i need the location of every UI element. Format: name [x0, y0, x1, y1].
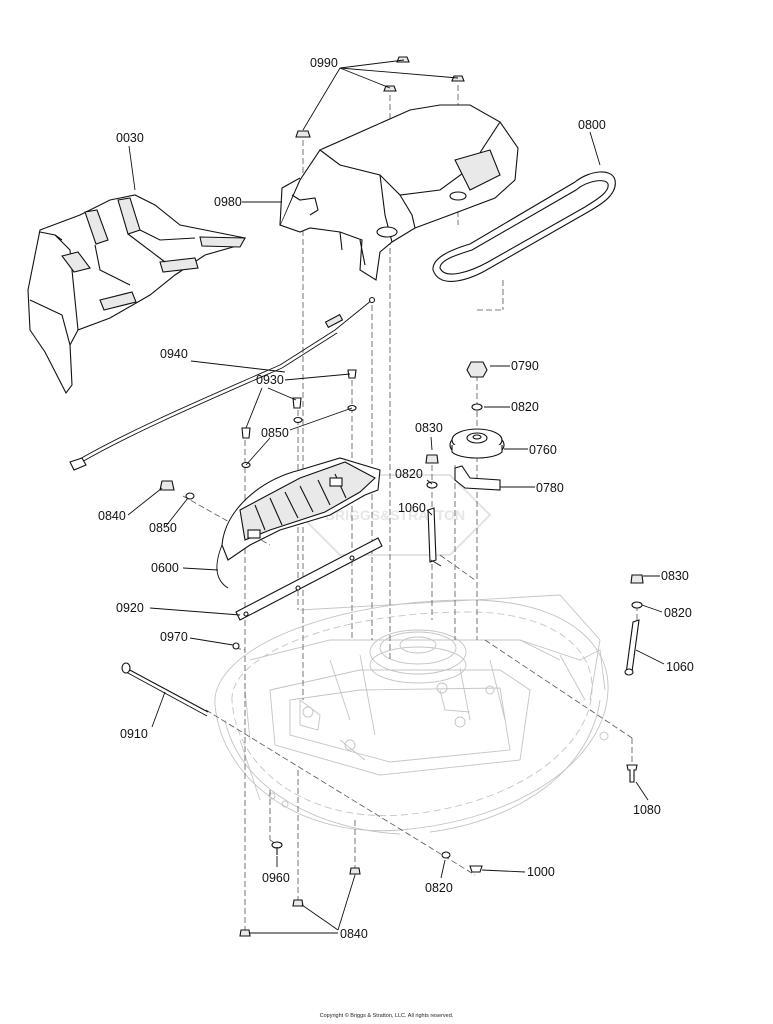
label-0990: 0990 — [310, 56, 338, 70]
label-0830-b: 0830 — [661, 569, 689, 583]
copyright-notice: Copyright © Briggs & Stratton, LLC. All … — [319, 1013, 454, 1019]
label-0800: 0800 — [578, 118, 606, 132]
label-0940: 0940 — [160, 347, 188, 361]
part-labels: 0990 0800 0030 0980 0940 0790 0930 0820 … — [98, 56, 694, 941]
drive-belt — [432, 171, 616, 282]
label-0970: 0970 — [160, 630, 188, 644]
discharge-chute — [27, 194, 246, 395]
support-bar — [235, 537, 383, 621]
label-0830-a: 0830 — [415, 421, 443, 435]
label-0960: 0960 — [262, 871, 290, 885]
label-0840-a: 0840 — [98, 509, 126, 523]
label-0910: 0910 — [120, 727, 148, 741]
label-1080: 1080 — [633, 803, 661, 817]
label-1000: 1000 — [527, 865, 555, 879]
label-0820-a: 0820 — [511, 400, 539, 414]
label-1060-b: 1060 — [666, 660, 694, 674]
label-0850-a: 0850 — [261, 426, 289, 440]
label-0840-b: 0840 — [340, 927, 368, 941]
fasteners — [159, 56, 638, 937]
label-0780: 0780 — [536, 481, 564, 495]
hex-nut-0790 — [466, 361, 488, 378]
label-0820-b: 0820 — [395, 467, 423, 481]
control-cable — [69, 296, 376, 471]
label-0790: 0790 — [511, 359, 539, 373]
label-0030: 0030 — [116, 131, 144, 145]
axle-rod — [121, 662, 209, 717]
label-1060-a: 1060 — [398, 501, 426, 515]
belt-cover — [279, 104, 519, 281]
label-0760: 0760 — [529, 443, 557, 457]
label-0820-d: 0820 — [425, 881, 453, 895]
mower-deck-ghost — [214, 594, 609, 835]
label-0600: 0600 — [151, 561, 179, 575]
idler-pulley — [449, 428, 505, 459]
front-shield — [216, 457, 381, 589]
washer-0820-a — [471, 403, 483, 411]
label-0930: 0930 — [256, 373, 284, 387]
spring-set-right — [624, 574, 644, 676]
leader-lines — [127, 59, 665, 934]
label-0820-c: 0820 — [664, 606, 692, 620]
label-0850-b: 0850 — [149, 521, 177, 535]
label-0920: 0920 — [116, 601, 144, 615]
label-0980: 0980 — [214, 195, 242, 209]
idler-arm — [454, 465, 501, 491]
spring-set-left — [425, 454, 442, 567]
watermark-text: BRIGGS&STRATTON — [325, 507, 465, 523]
